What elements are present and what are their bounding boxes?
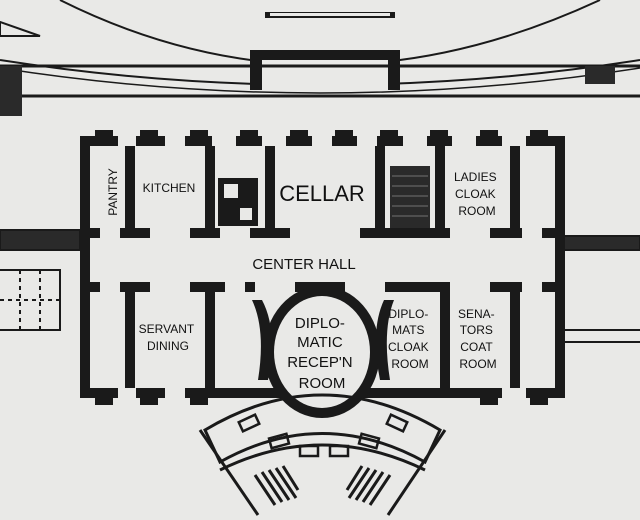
kitchen-stair (218, 178, 258, 226)
label-line: LADIES (454, 170, 497, 184)
label-center-hall: CENTER HALL (252, 256, 355, 273)
oval-room (252, 286, 394, 418)
label-line: SERVANT (139, 322, 195, 336)
label-line: MATIC (297, 334, 343, 351)
label-line: MATS (392, 323, 424, 337)
top-edge-mark (0, 12, 395, 37)
label-line: CLOAK (388, 340, 429, 354)
label-line: COAT (460, 340, 493, 354)
cellar-stair (390, 166, 430, 228)
label-line: RECEP'N (287, 354, 352, 371)
portico-steps-right (345, 465, 392, 506)
label-pantry: PANTRY (106, 168, 120, 216)
left-wing (0, 229, 81, 331)
label-line: DIPLO- (295, 315, 345, 332)
label-ladies-cloak-room: LADIES CLOAK ROOM (454, 170, 500, 218)
label-line: ROOM (299, 375, 346, 392)
label-line: ROOM (391, 357, 428, 371)
label-line: TORS (460, 323, 493, 337)
label-line: DIPLO- (388, 307, 428, 321)
building-walls (80, 130, 565, 405)
label-kitchen: KITCHEN (143, 181, 196, 195)
label-servant-dining: SERVANT DINING (139, 322, 198, 353)
label-diplomats-cloak-room: DIPLO- MATS CLOAK ROOM (388, 307, 432, 371)
upper-terrace (0, 50, 640, 116)
label-line: ROOM (459, 357, 496, 371)
label-line: SENA- (458, 307, 495, 321)
label-line: ROOM (458, 204, 495, 218)
label-line: DINING (147, 339, 189, 353)
label-senators-coat-room: SENA- TORS COAT ROOM (458, 307, 498, 371)
south-portico (198, 393, 447, 516)
label-line: CLOAK (455, 187, 496, 201)
label-cellar: CELLAR (279, 181, 365, 206)
portico-steps-left (253, 465, 300, 506)
label-diplomatic-reception-room: DIPLO- MATIC RECEP'N ROOM (287, 315, 357, 392)
